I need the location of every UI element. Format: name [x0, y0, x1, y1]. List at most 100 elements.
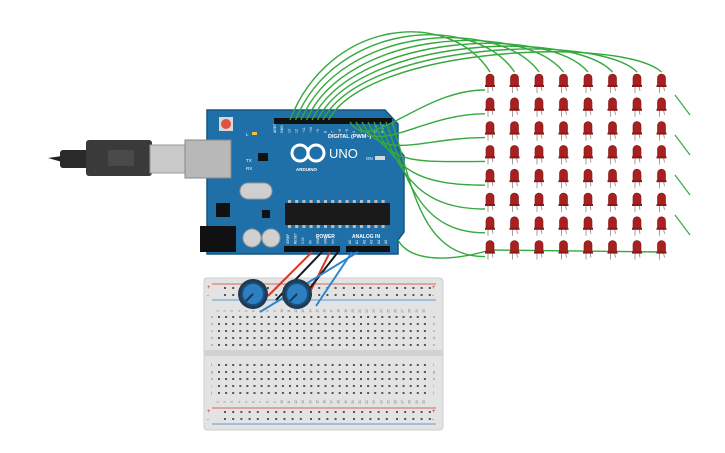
usb-cable[interactable]	[48, 140, 191, 176]
breadboard-hole[interactable]	[281, 378, 284, 380]
breadboard-hole[interactable]	[324, 392, 327, 394]
breadboard-hole[interactable]	[289, 378, 291, 380]
led[interactable]	[485, 145, 495, 165]
breadboard-hole[interactable]	[310, 323, 313, 325]
breadboard-hole[interactable]	[409, 323, 412, 325]
rail-hole[interactable]	[326, 411, 329, 413]
rail-hole[interactable]	[428, 287, 431, 289]
led[interactable]	[632, 192, 642, 212]
breadboard-hole[interactable]	[352, 392, 355, 394]
breadboard-hole[interactable]	[423, 371, 426, 373]
column-wire[interactable]	[316, 45, 614, 121]
breadboard-hole[interactable]	[281, 371, 284, 373]
breadboard-hole[interactable]	[310, 330, 313, 332]
row-wire[interactable]	[367, 121, 486, 163]
led[interactable]	[632, 145, 642, 165]
breadboard-hole[interactable]	[416, 323, 419, 325]
breadboard-hole[interactable]	[296, 337, 299, 339]
breadboard-hole[interactable]	[218, 337, 220, 339]
rail-hole[interactable]	[224, 411, 226, 413]
led-matrix-wires[interactable]	[289, 31, 691, 259]
breadboard-hole[interactable]	[416, 330, 419, 332]
breadboard-hole[interactable]	[423, 344, 426, 346]
rail-hole[interactable]	[396, 411, 398, 413]
breadboard-hole[interactable]	[239, 378, 242, 380]
breadboard-hole[interactable]	[324, 378, 327, 380]
rail-hole[interactable]	[361, 418, 364, 420]
rail-hole[interactable]	[385, 294, 388, 296]
breadboard-hole[interactable]	[338, 364, 341, 366]
breadboard-hole[interactable]	[402, 323, 405, 325]
breadboard-hole[interactable]	[232, 364, 235, 366]
led[interactable]	[558, 216, 569, 236]
breadboard-hole[interactable]	[246, 323, 249, 325]
rail-hole[interactable]	[240, 418, 243, 420]
rail-hole[interactable]	[404, 294, 407, 296]
rail-hole[interactable]	[342, 294, 345, 296]
rail-hole[interactable]	[420, 294, 423, 296]
breadboard-hole[interactable]	[253, 364, 256, 366]
rail-hole[interactable]	[326, 418, 329, 420]
breadboard-hole[interactable]	[246, 371, 249, 373]
led-matrix[interactable]	[485, 73, 667, 260]
led[interactable]	[558, 240, 569, 260]
breadboard-hole[interactable]	[352, 316, 355, 318]
row-wire[interactable]	[349, 89, 486, 133]
breadboard-hole[interactable]	[267, 392, 270, 394]
breadboard-hole[interactable]	[310, 371, 313, 373]
analog-header[interactable]	[346, 246, 390, 252]
breadboard-hole[interactable]	[381, 337, 384, 339]
digital-header[interactable]	[274, 118, 392, 124]
breadboard-hole[interactable]	[239, 385, 242, 387]
led[interactable]	[632, 240, 642, 260]
column-wire[interactable]	[289, 31, 491, 121]
led[interactable]	[632, 216, 642, 236]
row-wire[interactable]	[361, 121, 486, 147]
led[interactable]	[509, 168, 520, 189]
breadboard-hole[interactable]	[402, 392, 405, 394]
led[interactable]	[485, 73, 495, 93]
breadboard-hole[interactable]	[345, 378, 348, 380]
led[interactable]	[509, 121, 520, 141]
breadboard-hole[interactable]	[395, 371, 398, 373]
led[interactable]	[607, 216, 618, 236]
breadboard-hole[interactable]	[360, 323, 362, 325]
led[interactable]	[656, 192, 667, 212]
breadboard-hole[interactable]	[218, 378, 220, 380]
breadboard-hole[interactable]	[253, 385, 256, 387]
breadboard-hole[interactable]	[352, 323, 355, 325]
breadboard-hole[interactable]	[388, 330, 391, 332]
breadboard-hole[interactable]	[367, 392, 370, 394]
breadboard-hole[interactable]	[374, 378, 377, 380]
breadboard-hole[interactable]	[374, 337, 377, 339]
potentiometer-2[interactable]	[282, 279, 312, 309]
breadboard-hole[interactable]	[338, 323, 341, 325]
led[interactable]	[656, 145, 667, 165]
breadboard-hole[interactable]	[352, 371, 355, 373]
breadboard-hole[interactable]	[381, 330, 384, 332]
breadboard-hole[interactable]	[374, 371, 377, 373]
rail-hole[interactable]	[267, 287, 269, 289]
breadboard-hole[interactable]	[260, 323, 263, 325]
breadboard-hole[interactable]	[267, 344, 270, 346]
right-wire[interactable]	[674, 174, 691, 196]
breadboard-hole[interactable]	[317, 344, 320, 346]
breadboard-hole[interactable]	[352, 385, 355, 387]
breadboard-hole[interactable]	[381, 344, 384, 346]
rail-hole[interactable]	[334, 418, 337, 420]
breadboard-hole[interactable]	[331, 337, 334, 339]
breadboard-hole[interactable]	[367, 371, 370, 373]
breadboard-hole[interactable]	[289, 323, 291, 325]
rail-hole[interactable]	[385, 287, 388, 289]
breadboard-hole[interactable]	[274, 337, 277, 339]
breadboard-hole[interactable]	[296, 323, 299, 325]
breadboard-hole[interactable]	[324, 337, 327, 339]
rail-hole[interactable]	[385, 418, 388, 420]
breadboard-hole[interactable]	[239, 371, 242, 373]
rail-hole[interactable]	[283, 411, 286, 413]
breadboard-hole[interactable]	[381, 385, 384, 387]
rail-hole[interactable]	[232, 418, 235, 420]
breadboard-hole[interactable]	[423, 392, 426, 394]
breadboard-hole[interactable]	[303, 330, 306, 332]
